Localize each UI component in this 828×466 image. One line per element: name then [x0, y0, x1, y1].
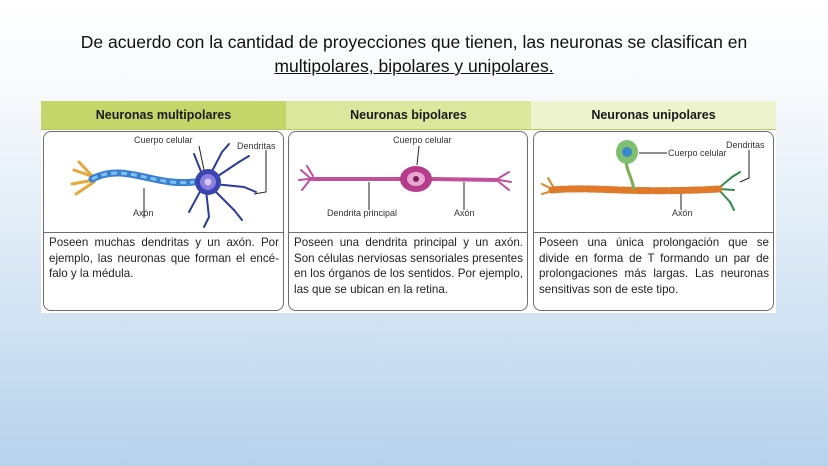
cell-separator: [534, 232, 773, 233]
label-dendritas: Dendritas: [237, 141, 276, 151]
cell-separator: [289, 232, 527, 233]
header-bipolares: Neuronas bipolares: [286, 101, 531, 129]
cell-multipolares: Cuerpo celular Dendritas Axón Poseen muc…: [43, 131, 284, 311]
header-unipolares: Neuronas unipolares: [531, 101, 776, 129]
label-axon: Axón: [454, 208, 475, 218]
label-dendritas: Dendritas: [726, 140, 765, 150]
label-axon: Axón: [672, 208, 693, 218]
description-multipolares: Poseen muchas dendritas y un axón. Por e…: [49, 236, 279, 280]
label-axon: Axón: [133, 208, 154, 218]
heading-line-1: De acuerdo con la cantidad de proyeccion…: [80, 32, 748, 52]
label-cuerpo-celular: Cuerpo celular: [668, 148, 727, 158]
bipolar-neuron-illustration: [298, 145, 512, 210]
header-multipolares: Neuronas multipolares: [41, 101, 286, 129]
cell-bipolares: Cuerpo celular Dendrita principal Axón P…: [288, 131, 528, 311]
description-bipolares: Poseen una dendrita principal y un axón.…: [294, 236, 523, 296]
label-cuerpo-celular: Cuerpo celular: [134, 135, 193, 145]
label-dendrita-principal: Dendrita principal: [327, 208, 398, 218]
unipolar-neuron-illustration: [541, 140, 750, 211]
cell-separator: [44, 232, 283, 233]
cell-unipolares: Cuerpo celular Dendritas Axón Poseen una…: [533, 131, 774, 311]
neuron-classification-table: Neuronas multipolares Neuronas bipolares…: [41, 101, 776, 313]
multipolar-neuron-illustration: [70, 143, 267, 228]
label-cuerpo-celular: Cuerpo celular: [393, 135, 452, 145]
heading-line-2: multipolares, bipolares y unipolares.: [274, 56, 554, 76]
slide-heading: De acuerdo con la cantidad de proyeccion…: [0, 30, 828, 78]
header-divider: [41, 129, 776, 130]
description-unipolares: Poseen una única prolongación que se div…: [539, 236, 769, 296]
